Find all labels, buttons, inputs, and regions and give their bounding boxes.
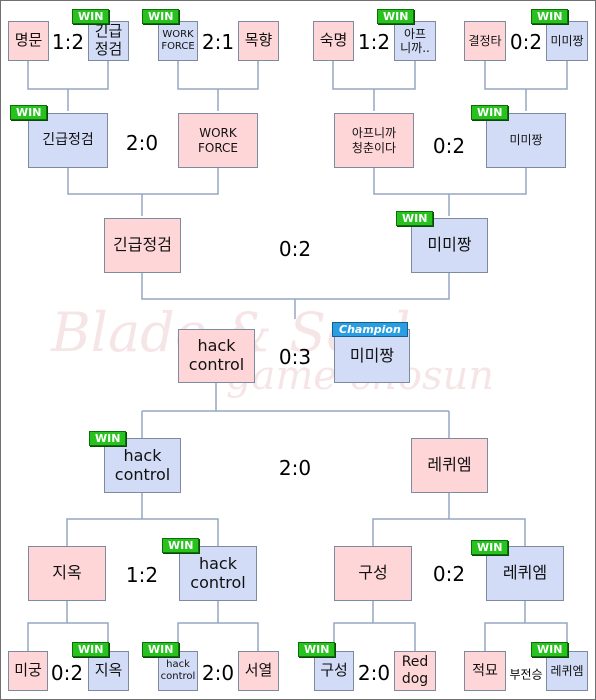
- win-badge: WIN: [72, 642, 110, 657]
- team-mimijjang: 미미짱: [411, 218, 488, 273]
- connector-line: [177, 61, 259, 90]
- team-requiem: 레퀴엠: [546, 651, 588, 691]
- connector-line: [27, 61, 109, 90]
- win-badge: WIN: [377, 9, 415, 24]
- win-badge: WIN: [89, 431, 127, 446]
- win-badge: WIN: [531, 642, 569, 657]
- team-mokhyang: 목향: [238, 21, 279, 61]
- team-jiok: 지옥: [88, 651, 129, 691]
- win-badge: WIN: [471, 105, 509, 120]
- team-apeunikka: 아프 니까..: [394, 21, 436, 61]
- match-score: 2:1: [201, 30, 235, 54]
- team-myeongmun: 명문: [8, 21, 49, 61]
- team-sukmyeong: 숙명: [313, 21, 354, 61]
- connector-line: [484, 622, 568, 651]
- connector-line: [332, 61, 416, 90]
- win-badge: WIN: [10, 105, 48, 120]
- team-guseong: 구성: [334, 546, 412, 601]
- connector-line: [141, 273, 450, 300]
- match-score: 1:2: [357, 30, 391, 54]
- team-workforce: WORK FORCE: [158, 21, 198, 61]
- win-badge: WIN: [162, 538, 200, 553]
- match-score: 2:0: [357, 661, 391, 685]
- win-badge: WIN: [531, 9, 569, 24]
- team-mimijjang: 미미짱: [546, 21, 588, 61]
- win-badge: WIN: [142, 642, 180, 657]
- team-guseong: 구성: [314, 651, 354, 691]
- team-jiok: 지옥: [28, 546, 106, 601]
- team-requiem: 레퀴엠: [411, 438, 488, 493]
- win-badge: WIN: [471, 540, 509, 555]
- team-gyeoljeongta: 결정타: [464, 21, 506, 61]
- connector-line: [484, 61, 568, 90]
- match-score: 1:2: [125, 563, 159, 587]
- match-score: 0:2: [509, 30, 543, 54]
- match-score: 0:2: [432, 562, 466, 586]
- match-score: 1:2: [51, 30, 85, 54]
- match-score: 0:2: [50, 661, 84, 685]
- match-score: 0:2: [432, 134, 466, 158]
- match-score: 2:0: [125, 131, 159, 155]
- win-badge: WIN: [396, 211, 434, 226]
- champion-badge: Champion: [332, 322, 408, 337]
- team-emergency-inspection: 긴급 정검: [88, 21, 129, 61]
- connector-line: [177, 622, 259, 651]
- connector-line: [67, 168, 219, 195]
- team-mimijjang-champion: 미미짱: [334, 329, 410, 383]
- team-hack-control: hack control: [178, 329, 255, 383]
- match-score: 0:3: [278, 345, 312, 369]
- team-red-dog: Red dog: [394, 651, 436, 691]
- match-score: 2:0: [278, 456, 312, 480]
- match-score: 0:2: [278, 237, 312, 261]
- team-seoyeol: 서열: [238, 651, 279, 691]
- team-jeongmyo: 적묘: [464, 651, 506, 691]
- connector-line: [333, 622, 416, 651]
- team-workforce: WORK FORCE: [178, 113, 258, 168]
- team-apeunikka: 아프니까 청춘이다: [334, 113, 414, 168]
- win-badge: WIN: [142, 9, 180, 24]
- match-score: 2:0: [201, 661, 235, 685]
- team-hack-control: hack control: [104, 438, 181, 493]
- team-hack-control: hack control: [179, 546, 257, 601]
- team-emergency-inspection: 긴급정검: [28, 113, 108, 168]
- team-migung: 미궁: [8, 651, 48, 691]
- connector-line: [373, 168, 527, 195]
- team-mimijjang: 미미짱: [486, 113, 566, 168]
- team-emergency-inspection: 긴급정검: [104, 218, 181, 273]
- win-badge: WIN: [298, 642, 336, 657]
- bye-label: 부전승: [509, 667, 543, 682]
- win-badge: WIN: [72, 9, 110, 24]
- team-requiem: 레퀴엠: [486, 546, 564, 601]
- connector-line: [66, 518, 219, 546]
- team-hack-control: hack control: [158, 651, 198, 691]
- connector-line: [27, 622, 109, 651]
- connector-line: [372, 518, 526, 546]
